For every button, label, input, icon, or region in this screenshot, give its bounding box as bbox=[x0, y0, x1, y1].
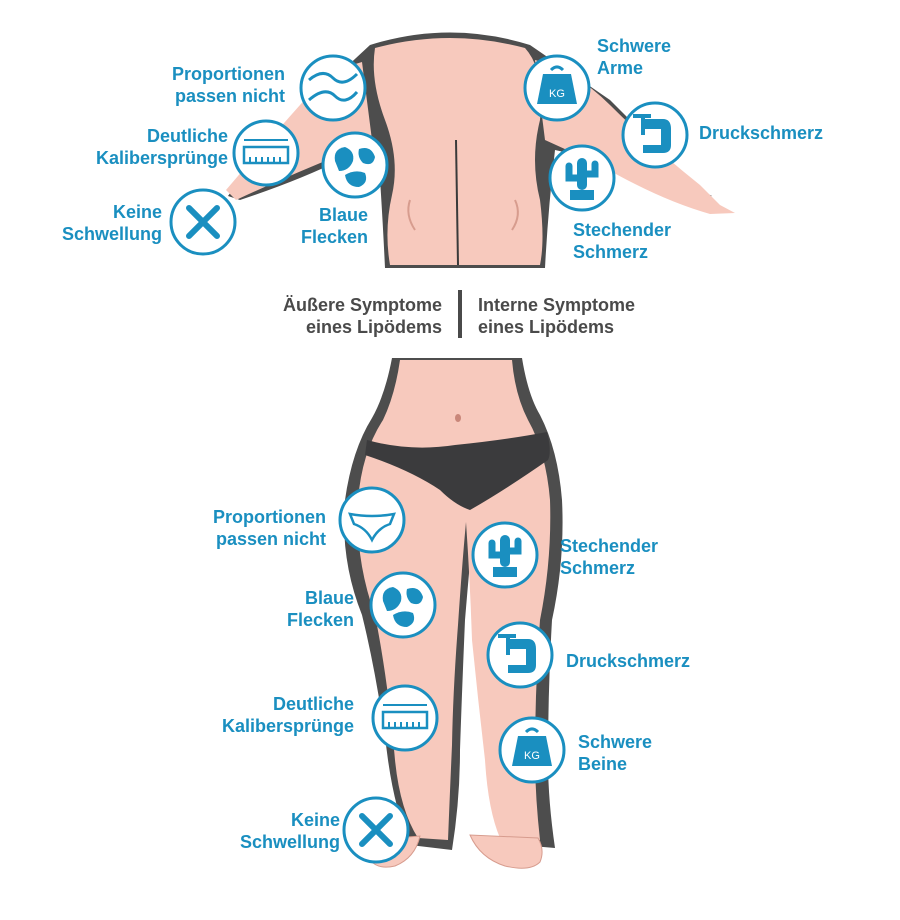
label-lower-stechend: Stechender Schmerz bbox=[560, 536, 659, 578]
bruise-spots-icon bbox=[369, 571, 437, 639]
weight-icon: KG bbox=[498, 716, 566, 784]
label-upper-schwellung: Keine Schwellung bbox=[61, 202, 162, 244]
label-upper-schwere: Schwere Arme bbox=[597, 36, 672, 78]
center-divider bbox=[458, 290, 462, 338]
svg-text:KG: KG bbox=[524, 750, 540, 762]
label-upper-proportionen: Proportionen passen nicht bbox=[172, 64, 285, 106]
label-lower-schwere: Schwere Beine bbox=[578, 732, 653, 774]
cross-icon bbox=[169, 188, 237, 256]
briefs-icon bbox=[338, 486, 406, 554]
ruler-icon bbox=[371, 684, 439, 752]
clamp-icon bbox=[621, 101, 689, 169]
clamp-icon bbox=[486, 621, 554, 689]
proportion-lines-icon bbox=[299, 54, 367, 122]
cactus-icon bbox=[471, 521, 539, 589]
label-upper-kaliber: Deutliche Kalibersprünge bbox=[95, 126, 228, 168]
label-upper-druck: Druckschmerz bbox=[699, 123, 824, 143]
label-upper-blaue: Blaue Flecken bbox=[300, 205, 368, 247]
ruler-icon bbox=[232, 119, 300, 187]
weight-icon: KG bbox=[523, 54, 591, 122]
heading-external-symptoms: Äußere Symptome eines Lipödems bbox=[282, 295, 442, 337]
cross-icon bbox=[342, 796, 410, 864]
label-lower-schwellung: Keine Schwellung bbox=[239, 810, 340, 852]
cactus-icon bbox=[548, 144, 616, 212]
label-lower-kaliber: Deutliche Kalibersprünge bbox=[221, 694, 354, 736]
label-lower-proportionen: Proportionen passen nicht bbox=[213, 507, 326, 549]
label-lower-druck: Druckschmerz bbox=[566, 651, 691, 671]
heading-internal-symptoms: Interne Symptome eines Lipödems bbox=[478, 295, 636, 337]
label-upper-stechend: Stechender Schmerz bbox=[573, 220, 672, 262]
svg-text:KG: KG bbox=[549, 88, 565, 100]
bruise-spots-icon bbox=[321, 131, 389, 199]
label-lower-blaue: Blaue Flecken bbox=[286, 588, 354, 630]
